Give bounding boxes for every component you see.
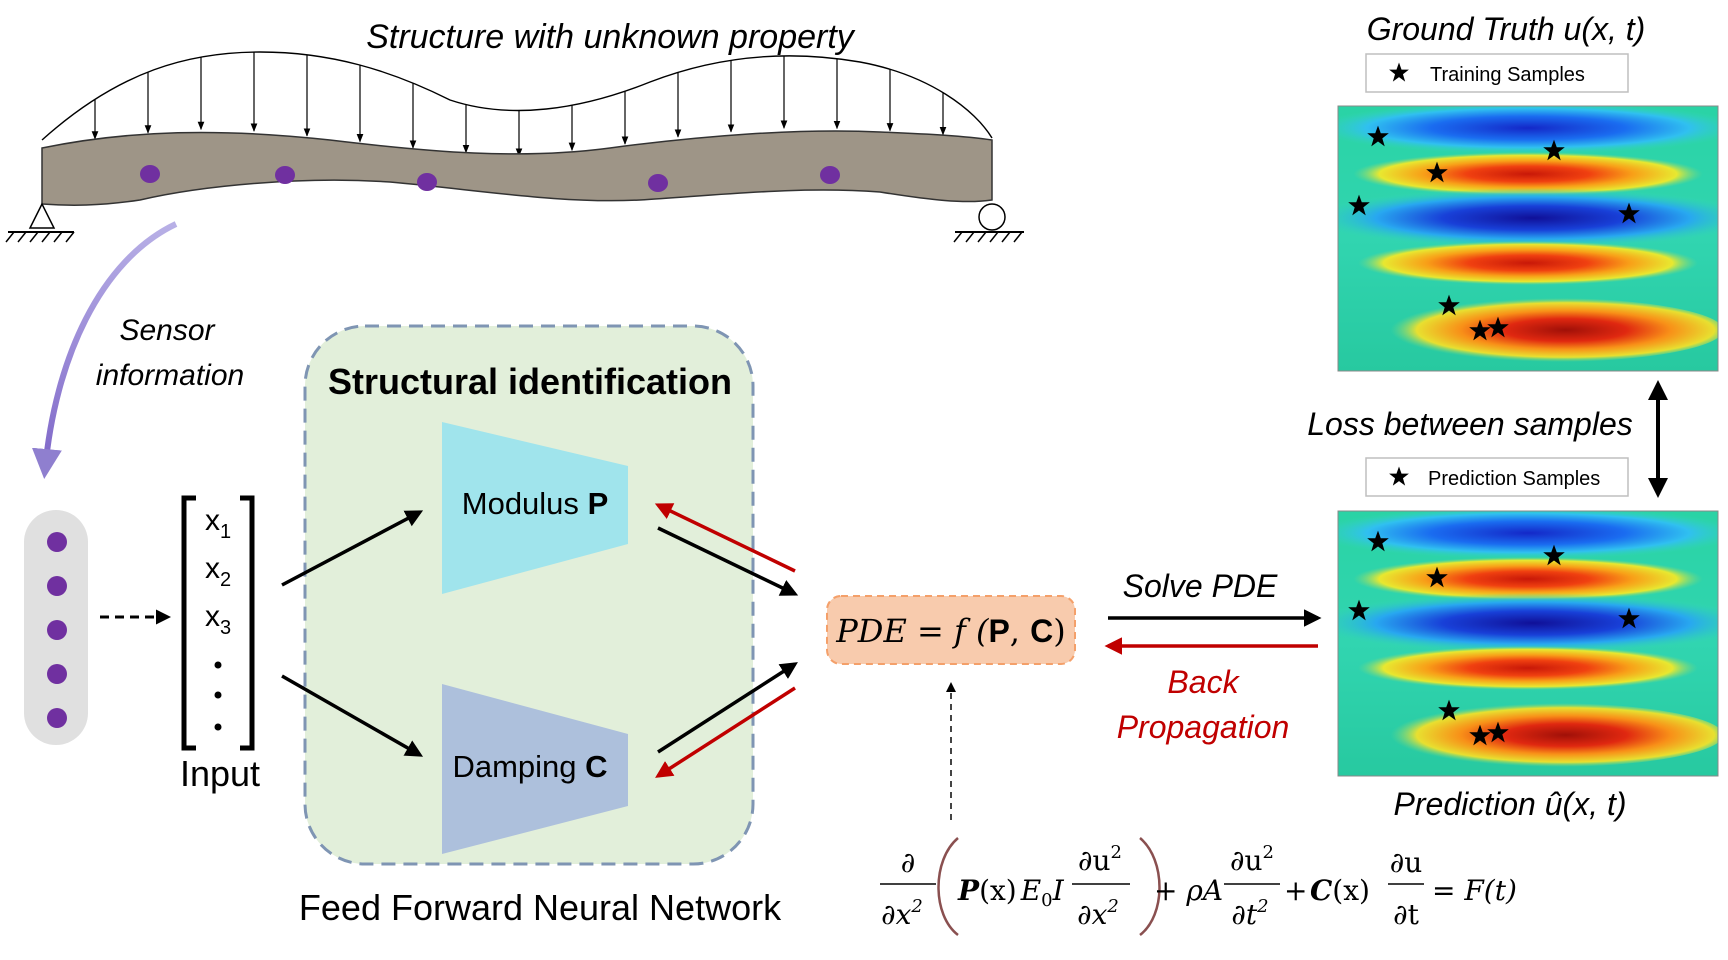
- beam-structure: Structure with unknown property: [5, 18, 1024, 243]
- back-propagation-line1: Back: [1167, 664, 1240, 700]
- svg-text:x1: x1: [205, 504, 231, 543]
- sensor-label-line1: Sensor: [119, 314, 215, 347]
- pde-to-modulus-back-arrow: [654, 503, 796, 573]
- training-samples-label: Training Samples: [1430, 64, 1585, 86]
- beam-sensor-dot: [140, 165, 160, 183]
- eq-dx: ∂x: [881, 898, 911, 931]
- solve-pde-label: Solve PDE: [1123, 568, 1278, 604]
- structural-identification-box: [303, 324, 755, 866]
- input-to-damping-arrow: [281, 674, 424, 757]
- input-x2-sub: 2: [220, 569, 231, 591]
- modulus-label: Modulus P: [462, 486, 609, 521]
- eq-partial: ∂: [901, 846, 915, 879]
- beam-body: [41, 130, 993, 206]
- svg-text:+ ρA: + ρA: [1154, 874, 1223, 907]
- svg-text:∂u2: ∂u2: [1230, 842, 1274, 877]
- beam-title: Structure with unknown property: [366, 18, 856, 56]
- sensor-dot: [47, 576, 67, 596]
- svg-text:∂t2: ∂t2: [1231, 896, 1268, 931]
- ground-truth-title: Ground Truth u(x, t): [1367, 11, 1646, 47]
- modulus-to-pde-arrow: [657, 526, 799, 596]
- input-to-modulus-arrow: [281, 510, 424, 587]
- beam-sensor-dot: [648, 174, 668, 192]
- prediction-samples-legend: Prediction Samples: [1365, 457, 1629, 497]
- svg-text:C(x): C(x): [1310, 874, 1370, 907]
- prediction-samples-label: Prediction Samples: [1428, 468, 1600, 490]
- sensor-capsule: [24, 510, 88, 745]
- modulus-network: [442, 422, 628, 594]
- prediction-title: Prediction û(x, t): [1394, 786, 1627, 822]
- governing-equation: ∂ ∂x2 P(x)E0I ∂u2 ∂x2 + ρA ∂u2 ∂t2 + C(x…: [880, 837, 1517, 936]
- input-x3: x: [205, 600, 220, 633]
- svg-text:∂x2: ∂x2: [1077, 896, 1119, 931]
- pde-box: [826, 595, 1076, 665]
- svg-text:x2: x2: [205, 552, 231, 591]
- eq-c: C: [1310, 874, 1333, 907]
- network-caption: Feed Forward Neural Network: [299, 887, 782, 928]
- sensor-dot: [47, 532, 67, 552]
- svg-text:P(x)E0I: P(x)E0I: [957, 874, 1065, 911]
- roller-support: [953, 203, 1024, 243]
- pde-expression: PDE = f (P, C): [835, 612, 1065, 650]
- damping-to-pde-arrow: [657, 662, 798, 754]
- input-x2: x: [205, 552, 220, 585]
- svg-text:∂x2: ∂x2: [881, 896, 923, 931]
- svg-text:∂t: ∂t: [1393, 898, 1419, 931]
- ellipsis-dot: [214, 691, 222, 699]
- ellipsis-dot: [214, 661, 222, 669]
- sensor-dot: [47, 708, 67, 728]
- sensor-dot: [47, 620, 67, 640]
- beam-sensor-dot: [417, 173, 437, 191]
- beam-sensor-dot: [275, 166, 295, 184]
- svg-text:+: +: [1284, 874, 1307, 907]
- input-x1-sub: 1: [220, 521, 231, 543]
- beam-sensors: [140, 165, 840, 192]
- pin-support: [5, 202, 75, 243]
- ellipsis-dot: [214, 723, 222, 731]
- damping-network: [442, 684, 628, 854]
- input-x1: x: [205, 504, 220, 537]
- prediction-heatmap: [1337, 510, 1719, 777]
- loss-label: Loss between samples: [1307, 406, 1633, 442]
- structural-identification-title: Structural identification: [328, 361, 732, 402]
- back-propagation-line2: Propagation: [1117, 709, 1290, 745]
- svg-text:∂u2: ∂u2: [1078, 842, 1122, 877]
- sensor-information-arrow: [31, 221, 178, 479]
- pde-to-damping-back-arrow: [655, 686, 796, 778]
- svg-text:∂u: ∂u: [1390, 846, 1423, 879]
- svg-text:= F(t): = F(t): [1432, 874, 1517, 907]
- svg-text:x3: x3: [205, 600, 231, 639]
- damping-label: Damping C: [452, 749, 607, 784]
- input-x3-sub: 3: [220, 617, 231, 639]
- eq-p: P: [957, 874, 980, 907]
- load-arrows: [91, 52, 947, 157]
- sensor-label-line2: information: [96, 359, 244, 392]
- sensor-dot: [47, 664, 67, 684]
- distributed-load-curve: [41, 51, 993, 141]
- training-samples-legend: Training Samples: [1365, 53, 1629, 93]
- input-label: Input: [180, 753, 260, 794]
- beam-sensor-dot: [820, 166, 840, 184]
- ground-truth-heatmap: [1337, 105, 1719, 372]
- input-vector: x1 x2 x3: [181, 495, 255, 751]
